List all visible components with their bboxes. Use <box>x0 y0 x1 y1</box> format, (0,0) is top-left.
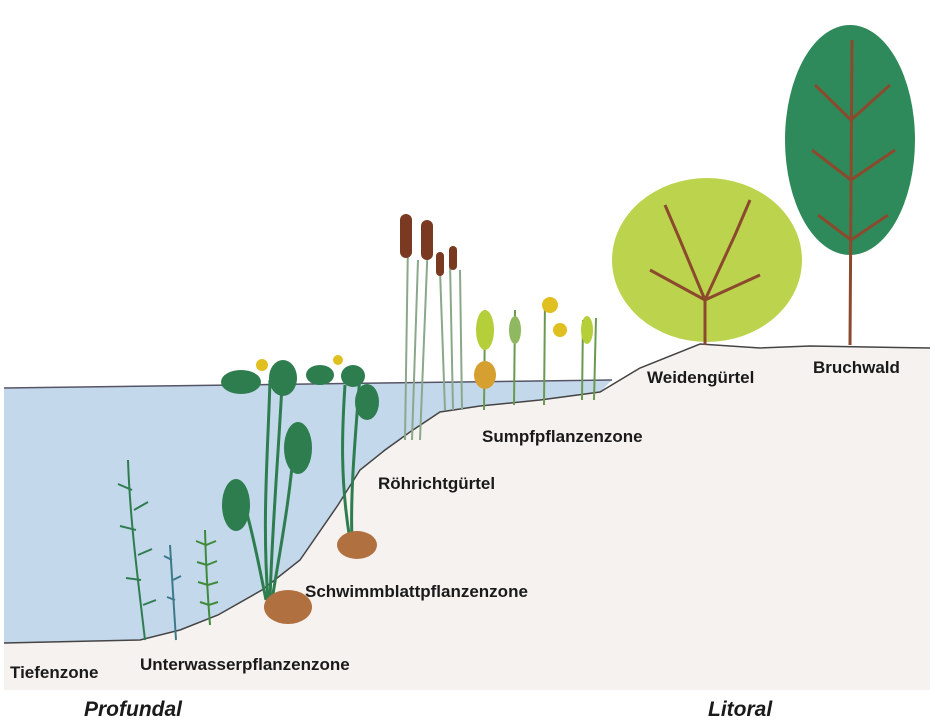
label-schwimmblattpflanzenzone: Schwimmblattpflanzenzone <box>305 582 528 602</box>
label-sumpfpflanzenzone: Sumpfpflanzenzone <box>482 427 643 447</box>
rhizome <box>337 531 377 559</box>
label-unterwasserpflanzenzone: Unterwasserpflanzenzone <box>140 655 350 675</box>
label-weidenguertel: Weidengürtel <box>647 368 754 388</box>
label-bruchwald: Bruchwald <box>813 358 900 378</box>
label-tiefenzone: Tiefenzone <box>10 663 98 683</box>
alder-tree <box>785 25 915 345</box>
label-profundal: Profundal <box>84 698 182 722</box>
willow-shrub <box>612 178 802 345</box>
label-roehrichtguertel: Röhrichtgürtel <box>378 474 495 494</box>
label-litoral: Litoral <box>708 698 772 722</box>
